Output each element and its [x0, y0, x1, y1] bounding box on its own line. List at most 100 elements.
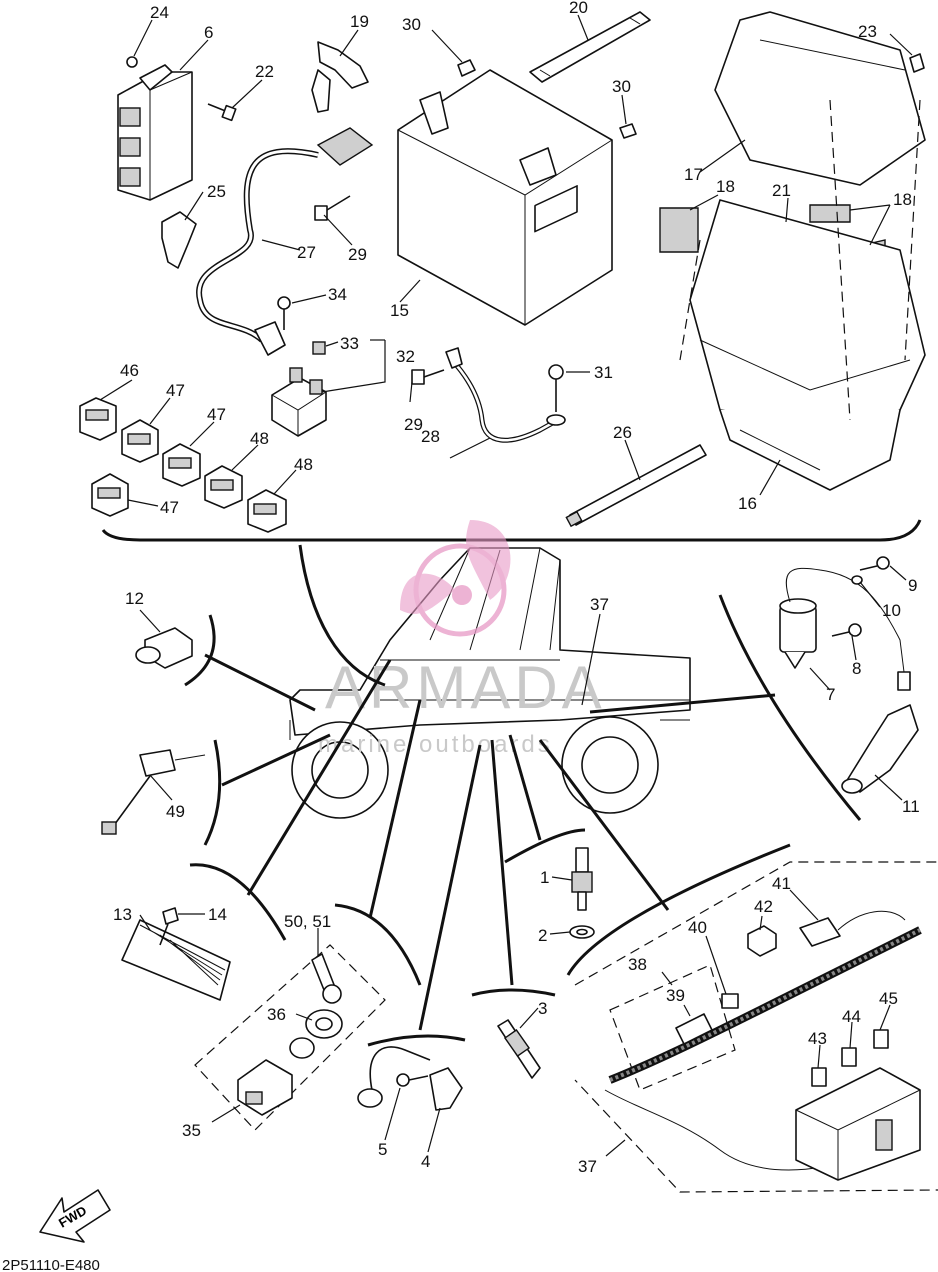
- callout-47-a: 47: [166, 381, 185, 400]
- leader-to-12: [204, 653, 316, 712]
- fwd-arrow-icon: FWD: [39, 1189, 111, 1243]
- part-20-battery-band: [529, 11, 651, 83]
- callout-21: 21: [772, 181, 791, 200]
- diagram-code: 2P51110-E480: [2, 1257, 100, 1272]
- part-15-battery: [397, 69, 613, 326]
- callout-22: 22: [255, 62, 274, 81]
- leader-dash-cover-a: [679, 239, 701, 361]
- part-24-bolt: [126, 56, 138, 68]
- part-47-relay-a: [121, 419, 159, 463]
- callout-20: 20: [569, 0, 588, 17]
- callout-47-c: 47: [160, 498, 179, 517]
- part-41-connector: [799, 910, 906, 947]
- part-49-sensor: [101, 749, 206, 835]
- part-33-fuse: [312, 341, 326, 355]
- part-1-spark-plug: [571, 847, 593, 911]
- watermark-tagline: marine outboards: [318, 731, 553, 758]
- bracket-1: [504, 828, 586, 864]
- callout-4: 4: [421, 1152, 430, 1171]
- part-16-battery-box: [689, 199, 926, 491]
- part-3-sensor: [497, 1019, 541, 1079]
- callout-32: 32: [396, 347, 415, 366]
- part-31-bolt: [546, 364, 566, 426]
- callout-26: 26: [613, 423, 632, 442]
- bracket-7: [718, 594, 862, 821]
- callout-50-51: 50, 51: [284, 912, 331, 931]
- part-6-ecu-unit: [117, 64, 193, 201]
- part-18-pad-a: [659, 207, 699, 253]
- callout-36: 36: [267, 1005, 286, 1024]
- leader-to-4: [418, 744, 482, 1031]
- part-14-bolt: [159, 907, 179, 946]
- callout-labels: 24 6 22 19 30 20 30 23 25 27 29 15 17 18…: [113, 0, 920, 1176]
- callout-17: 17: [684, 165, 703, 184]
- callout-12: 12: [125, 589, 144, 608]
- callout-35: 35: [182, 1121, 201, 1140]
- part-29-bolt-a: [314, 195, 351, 221]
- leader-to-49: [221, 733, 331, 787]
- part-48-relay-b: [247, 489, 287, 533]
- callout-19: 19: [350, 12, 369, 31]
- callout-leaders: [99, 14, 913, 1157]
- callout-15: 15: [390, 301, 409, 320]
- callout-44: 44: [842, 1007, 861, 1026]
- callout-10: 10: [882, 601, 901, 620]
- callout-14: 14: [208, 905, 227, 924]
- part-17-battery-cover: [714, 11, 926, 186]
- part-50-51-key: [311, 953, 342, 1004]
- callout-49: 49: [166, 802, 185, 821]
- callout-39: 39: [666, 986, 685, 1005]
- callout-28: 28: [421, 427, 440, 446]
- watermark-logo: [400, 520, 511, 637]
- callout-29-b: 29: [404, 415, 423, 434]
- part-42-relay: [747, 925, 777, 957]
- callout-1: 1: [540, 868, 549, 887]
- callout-45: 45: [879, 989, 898, 1008]
- callout-33: 33: [340, 334, 359, 353]
- callout-18-a: 18: [716, 177, 735, 196]
- part-44-fuse: [841, 1047, 857, 1067]
- part-13-rectifier: [121, 919, 231, 1001]
- part-30-nut-b: [619, 123, 637, 139]
- callout-43: 43: [808, 1029, 827, 1048]
- part-27-battery-wire: [196, 127, 374, 356]
- callout-47-b: 47: [207, 405, 226, 424]
- part-37-fuse-box: [795, 1067, 921, 1181]
- part-35-main-switch: [237, 1059, 293, 1116]
- part-12-switch: [135, 627, 193, 669]
- callout-7: 7: [826, 685, 835, 704]
- part-36-nut: [289, 1009, 343, 1059]
- part-8-bolt: [831, 623, 862, 637]
- callout-9: 9: [908, 576, 917, 595]
- bracket-3: [471, 988, 556, 997]
- part-25-clamp: [161, 211, 197, 269]
- leader-dash-cover-c: [904, 99, 921, 361]
- callout-38: 38: [628, 955, 647, 974]
- part-48-relay-a: [204, 465, 243, 509]
- callout-37-a: 37: [590, 595, 609, 614]
- part-47-relay-b: [162, 443, 201, 487]
- callout-30-b: 30: [612, 77, 631, 96]
- part-29-bolt-b: [411, 369, 445, 385]
- callout-18-b: 18: [893, 190, 912, 209]
- leader-to-37: [538, 739, 670, 911]
- part-10-washer: [851, 575, 863, 585]
- callout-46: 46: [120, 361, 139, 380]
- group-38-box: [609, 964, 736, 1091]
- callout-48-b: 48: [294, 455, 313, 474]
- leader-dash-cover-b: [829, 99, 851, 421]
- callout-30-a: 30: [402, 15, 421, 34]
- part-28-negative-cable: [445, 347, 560, 443]
- leader-to-1: [508, 734, 542, 841]
- part-11-plug-cap: [841, 704, 919, 794]
- callout-34: 34: [328, 285, 347, 304]
- watermark-brand: ARMADA: [325, 654, 606, 721]
- callout-25: 25: [207, 182, 226, 201]
- callout-2: 2: [538, 926, 547, 945]
- callout-24: 24: [150, 3, 169, 22]
- bracket-4: [367, 1034, 466, 1047]
- leader-to-upper: [298, 544, 386, 687]
- callout-13: 13: [113, 905, 132, 924]
- part-7-ignition-coil: [779, 567, 911, 691]
